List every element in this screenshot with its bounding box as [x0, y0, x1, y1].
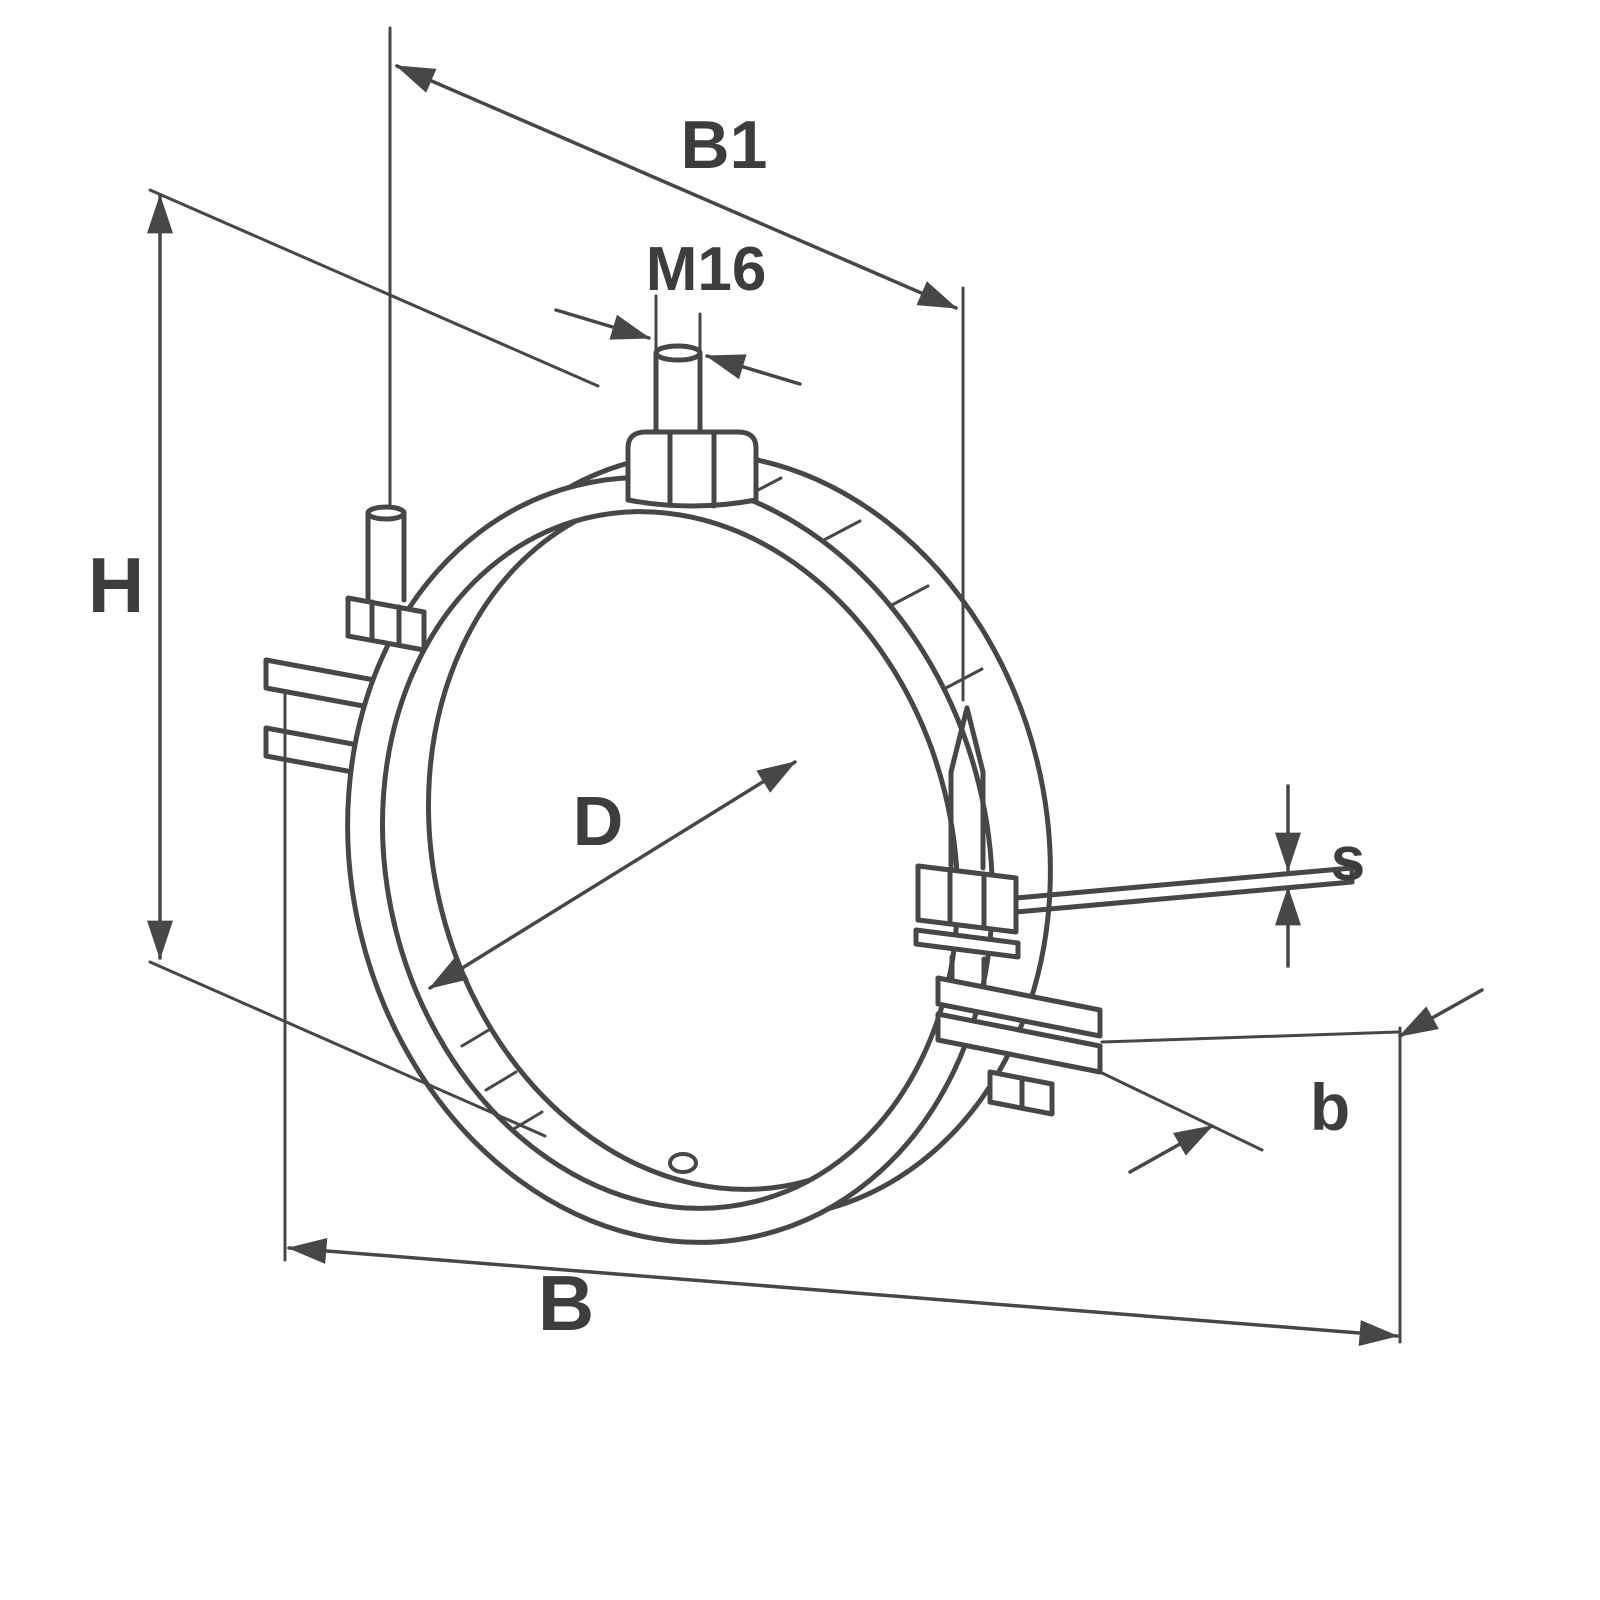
- strap-tail-bottom: [1013, 879, 1355, 915]
- label-b: b: [1310, 1070, 1350, 1144]
- right-hex-nut: [915, 863, 1019, 935]
- label-B: B: [538, 1259, 594, 1347]
- label-B1: B1: [681, 107, 768, 183]
- left-flange-bolt: [345, 504, 427, 653]
- b-extension-far: [1100, 1030, 1400, 1044]
- b1-dimension-line: [395, 64, 958, 310]
- label-s: s: [1331, 825, 1365, 894]
- right-flange: [935, 975, 1103, 1117]
- right-bolt-tip: [948, 705, 970, 775]
- strap-tail-top: [1013, 865, 1355, 901]
- m16-arrow-right: [705, 354, 802, 386]
- hanger-nut-assembly: [625, 343, 759, 509]
- b-arrow-lower: [1128, 1124, 1214, 1174]
- right-flange-top-plate: [935, 975, 1103, 1039]
- dimension-H: H: [88, 188, 600, 1138]
- band-hole: [668, 1152, 698, 1174]
- dimension-B: B: [283, 692, 1402, 1347]
- h-extension-bottom: [148, 960, 547, 1138]
- label-D: D: [573, 782, 624, 860]
- right-bolt-tip: [964, 705, 986, 775]
- m16-arrow-left: [554, 308, 651, 340]
- dimension-B1: B1: [388, 26, 965, 702]
- d-dimension-line: [428, 760, 797, 990]
- dimension-s: s: [1275, 784, 1365, 968]
- label-H: H: [88, 541, 144, 629]
- washer: [913, 927, 1021, 960]
- dimension-D: D: [428, 760, 797, 990]
- left-bolt-tip: [365, 504, 407, 522]
- threaded-rod-top: [653, 343, 703, 363]
- hex-nut: [625, 429, 759, 509]
- b-extension-flange: [1098, 1070, 1264, 1152]
- dimension-b: b: [1098, 988, 1484, 1174]
- dimension-M16: M16: [554, 235, 802, 386]
- band-front-inner-edge: [380, 509, 960, 1211]
- clamp-band: [345, 451, 1053, 1245]
- b-arrow-upper: [1398, 988, 1484, 1038]
- label-M16: M16: [646, 235, 767, 304]
- h-extension-top: [148, 188, 600, 388]
- b-width-dimension-line: [287, 1237, 1399, 1347]
